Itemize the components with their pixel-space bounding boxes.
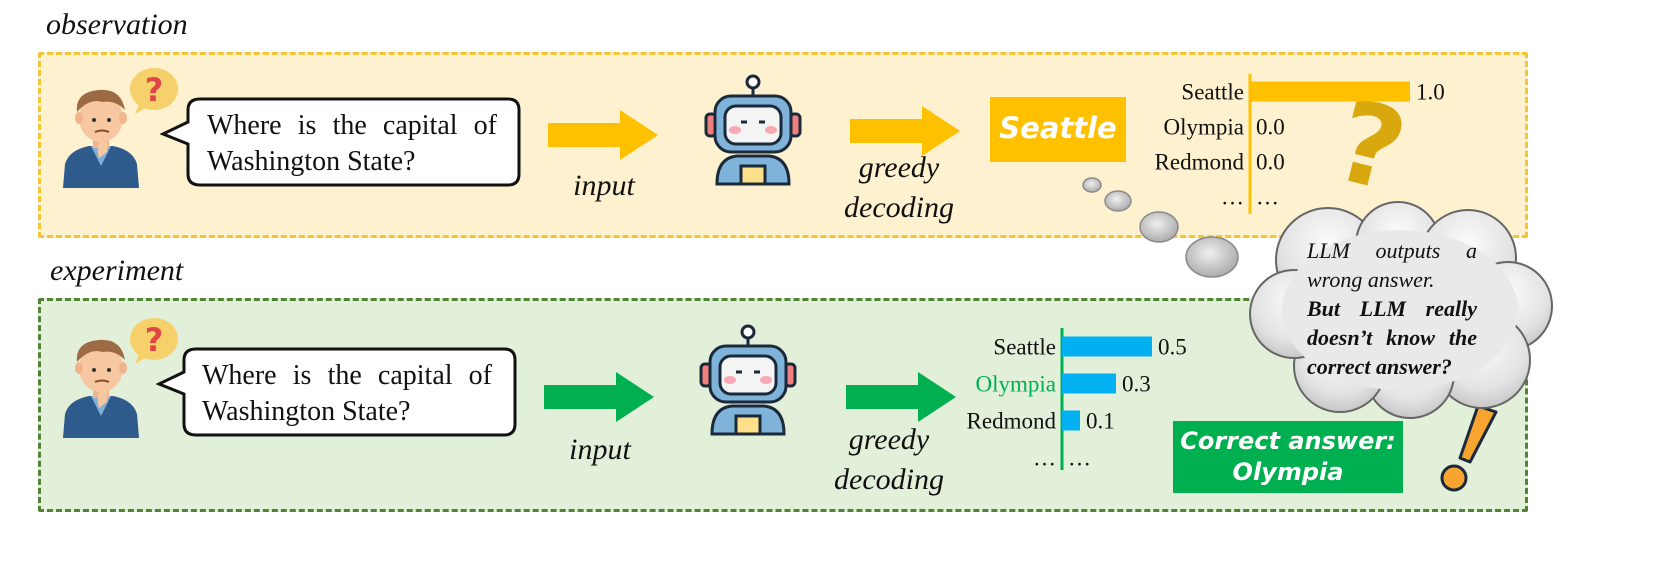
chart-value-label: … bbox=[1068, 446, 1091, 471]
thought-bubbles bbox=[1082, 177, 1239, 278]
thinking-person-icon: ? bbox=[63, 318, 178, 438]
chart-category-label: Redmond bbox=[967, 409, 1057, 434]
thought-cloud-line-plain: LLM outputs a wrong answer. bbox=[1307, 238, 1477, 292]
decoding-label-line1: greedy bbox=[848, 423, 930, 456]
chart-value-label: 0.5 bbox=[1158, 335, 1187, 360]
chart-value-label: 0.1 bbox=[1086, 409, 1115, 434]
chart-category-label: Olympia bbox=[976, 372, 1057, 397]
chart-value-label: 0.3 bbox=[1122, 372, 1151, 397]
thought-cloud-line-bold: But LLM really doesn’t know the correct … bbox=[1307, 296, 1477, 379]
chart-bar bbox=[1062, 410, 1080, 431]
svg-text:?: ? bbox=[145, 71, 164, 109]
input-label: input bbox=[573, 169, 635, 202]
input-label: input bbox=[569, 433, 631, 466]
decoding-label-line2: decoding bbox=[844, 191, 954, 224]
question-text: Where is the capital of Washington State… bbox=[202, 360, 492, 427]
chart-bar bbox=[1250, 81, 1410, 102]
chart-category-label: Redmond bbox=[1155, 150, 1245, 175]
chart-value-label: 1.0 bbox=[1416, 80, 1445, 105]
observation-section-label: observation bbox=[46, 8, 188, 41]
robot-icon bbox=[704, 74, 802, 186]
chart-category-label: Seattle bbox=[1181, 80, 1244, 105]
thinking-person-icon: ? bbox=[63, 68, 178, 188]
decoding-label: greedy decoding bbox=[824, 148, 974, 228]
decoding-arrow bbox=[846, 372, 956, 422]
chart-value-label: … bbox=[1256, 185, 1279, 210]
question-text: Where is the capital of Washington State… bbox=[207, 110, 497, 177]
decoding-label-line1: greedy bbox=[858, 151, 940, 184]
thought-cloud bbox=[1249, 201, 1553, 419]
decoding-label-line2: decoding bbox=[834, 463, 944, 496]
decoding-arrow bbox=[850, 106, 960, 156]
thought-cloud-text: LLM outputs a wrong answer. But LLM real… bbox=[1307, 236, 1477, 381]
chart-category-label: Seattle bbox=[993, 335, 1056, 360]
svg-text:?: ? bbox=[145, 321, 164, 359]
chart-category-label: … bbox=[1033, 446, 1056, 471]
input-arrow bbox=[548, 110, 658, 160]
robot-icon bbox=[699, 324, 797, 436]
input-arrow bbox=[544, 372, 654, 422]
speech-bubble bbox=[160, 97, 521, 187]
experiment-section-label: experiment bbox=[50, 254, 184, 287]
speech-bubble bbox=[156, 347, 517, 437]
exclamation-mark-icon bbox=[1440, 404, 1498, 492]
chart-value-label: 0.0 bbox=[1256, 115, 1285, 140]
chart-category-label: Olympia bbox=[1164, 115, 1245, 140]
decoding-label: greedy decoding bbox=[814, 420, 964, 500]
chart-value-label: 0.0 bbox=[1256, 150, 1285, 175]
chart-bar bbox=[1062, 373, 1116, 394]
correct-answer-line2: Olympia bbox=[1232, 458, 1344, 486]
chart-bar bbox=[1062, 336, 1152, 357]
chart-category-label: … bbox=[1221, 185, 1244, 210]
output-answer-box: Seattle bbox=[990, 97, 1126, 162]
correct-answer-line1: Correct answer: bbox=[1180, 427, 1396, 455]
correct-answer-box: Correct answer: Olympia bbox=[1173, 421, 1403, 493]
